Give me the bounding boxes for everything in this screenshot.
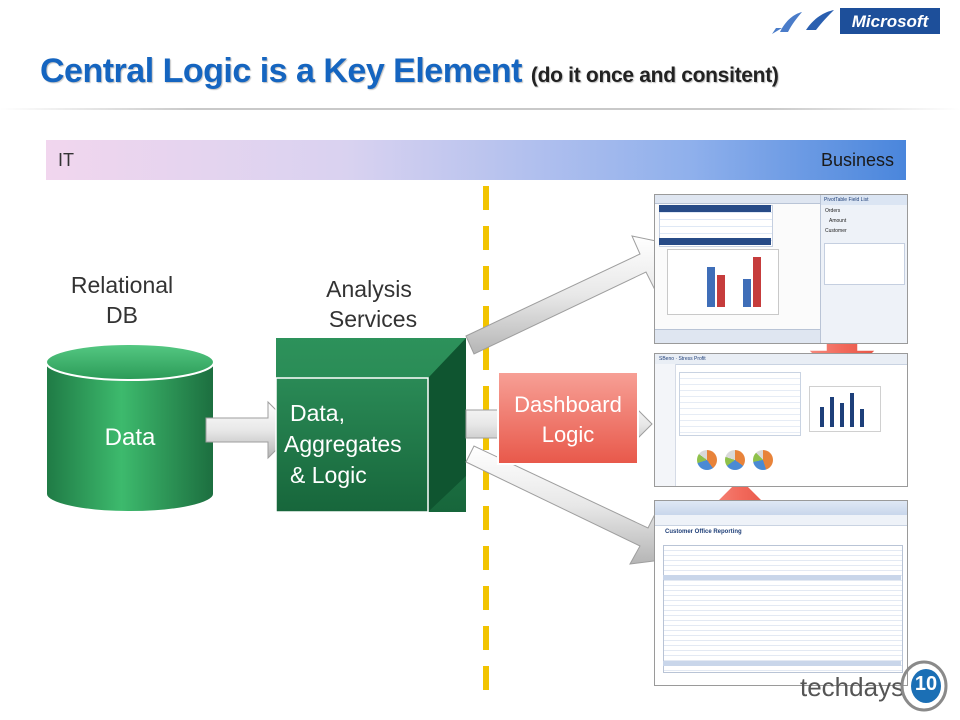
title-divider (0, 108, 960, 110)
analysis-cube (275, 338, 466, 513)
microsoft-logo: Microsoft (772, 8, 940, 34)
techdays-logo: techdays 10 (800, 660, 950, 712)
title-sub: (do it once and consitent) (530, 64, 779, 87)
band-label-it: IT (58, 150, 74, 170)
pivot-field-customer: Customer (825, 228, 847, 234)
pivot-table-screenshot: PivotTable Field List Orders Amount Cust… (654, 194, 908, 344)
page-title: Central Logic is a Key Element (do it on… (40, 52, 779, 91)
it-business-band: IT Business (46, 140, 906, 180)
cube-text-line3: & Logic (290, 462, 367, 488)
relational-db-label-line2: DB (106, 302, 138, 328)
database-cylinder (45, 343, 215, 513)
report-heading: Customer Office Reporting (665, 529, 742, 535)
techdays-number: 10 (914, 673, 938, 695)
pivot-field-list-pane: PivotTable Field List Orders Amount Cust… (820, 195, 907, 343)
analysis-services-label-line2: Services (328, 306, 418, 332)
database-shape-text: Data (104, 424, 156, 451)
dashboard-logic-line2: Logic (541, 422, 595, 447)
dashboard-logic-text: Dashboard Logic (498, 390, 638, 450)
techdays-ring-icon (900, 660, 948, 712)
cube-text-line2: Aggregates (284, 431, 402, 457)
cube-text: Data, Aggregates & Logic (284, 398, 430, 491)
pivot-field-list-title: PivotTable Field List (821, 195, 907, 205)
band-label-business: Business (820, 150, 894, 170)
cube-text-line1: Data, (290, 400, 345, 426)
web-dashboard-title: SBeno · Stress Profit (659, 356, 706, 362)
relational-db-label-line1: Relational (70, 272, 174, 298)
web-dashboard-screenshot: SBeno · Stress Profit (654, 353, 908, 487)
pivot-field-orders: Orders (825, 208, 841, 214)
arrow-to-pivot-report (465, 235, 681, 355)
techdays-logo-text: techdays (800, 672, 905, 702)
title-main: Central Logic is a Key Element (40, 52, 522, 90)
relational-db-label: Relational DB (52, 270, 192, 330)
financial-report-screenshot: Customer Office Reporting (654, 500, 908, 686)
analysis-services-label-line1: Analysis (326, 276, 412, 302)
pivot-field-amount: Amount (829, 218, 847, 224)
dashboard-logic-line1: Dashboard (514, 392, 622, 417)
dashboard-logic-box (497, 371, 639, 465)
microsoft-logo-text: Microsoft (852, 12, 930, 31)
analysis-services-label: Analysis Services (294, 274, 444, 334)
